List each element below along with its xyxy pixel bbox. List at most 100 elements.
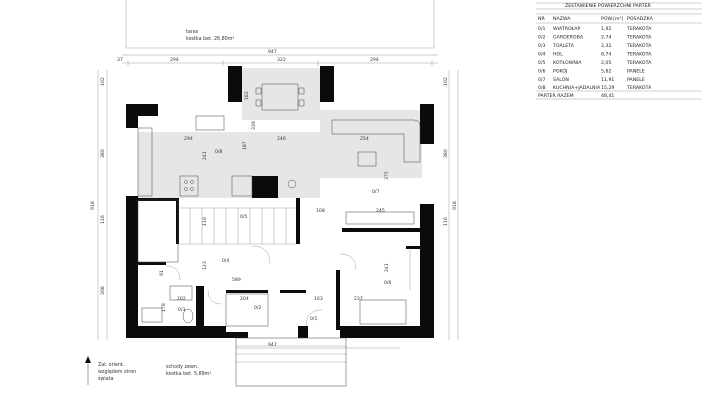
stairs-area: kostka bet. 5,89m²	[166, 371, 211, 377]
dim-kitchen-w2: 246	[277, 136, 286, 142]
table-row: POKÓJ	[553, 68, 567, 75]
table-row: 6,74	[601, 52, 611, 58]
floor-fills	[138, 68, 422, 198]
room-label-02: 0/2	[254, 305, 261, 311]
table-col-nr: NR	[538, 16, 546, 22]
dim-left-seg2: 380	[100, 149, 106, 158]
top-dimension-lines	[122, 54, 438, 66]
table-row: PANELE	[627, 69, 645, 75]
table-row: 0/6	[538, 69, 546, 75]
table-row: TERAKOTA	[626, 60, 652, 66]
table-total-label: PARTER RAZEM	[538, 93, 574, 99]
dim-top-total: 947	[268, 49, 277, 55]
dim-kitchen-w: 294	[184, 136, 193, 142]
room-label-01: 0/1	[310, 316, 317, 322]
dim-kitchen-h2: 187	[242, 141, 248, 150]
dim-kitchen-h: 241	[202, 151, 208, 160]
dim-top-seg3: 294	[370, 57, 379, 63]
wc-fixtures	[141, 285, 194, 324]
table-row: TERAKOTA	[626, 85, 652, 91]
terrace-area: kostka bet. 26,80m²	[186, 36, 234, 42]
table-row: TERAKOTA	[626, 26, 652, 32]
table-row: 0/1	[538, 26, 546, 32]
dim-hall-91: 91	[159, 270, 165, 276]
table-row: 0/7	[538, 77, 546, 83]
dim-room-245: 245	[376, 208, 385, 214]
table-total-value: 48,41	[601, 93, 614, 99]
dim-right-seg3: 116	[443, 217, 449, 226]
table-row: TERAKOTA	[626, 35, 652, 41]
table-row: PANELE	[627, 77, 645, 83]
dim-room6-h: 241	[384, 263, 390, 272]
staircase	[137, 199, 296, 263]
table-row: 1,92	[601, 26, 611, 32]
table-row: 2,32	[601, 43, 611, 49]
orientation-arrow	[85, 356, 91, 385]
table-row: 2,05	[601, 60, 611, 66]
table-row: HOL	[553, 52, 563, 58]
table-row: TERAKOTA	[626, 52, 652, 58]
table-row: GARDEROBA	[553, 35, 584, 41]
terrace-outline	[125, 0, 435, 49]
table-row: 0/3	[538, 43, 546, 49]
dim-col-339: 339	[251, 121, 257, 130]
table-col-area: POW.[m²]	[601, 16, 623, 22]
wardrobe	[225, 293, 269, 327]
dim-hall-589: 589	[232, 277, 241, 283]
table-row: 0/5	[538, 60, 546, 66]
table-row: WIATROŁAP	[553, 26, 581, 32]
orientation-line3: świata	[98, 375, 114, 382]
room-label-08: 0/8	[215, 149, 222, 155]
dim-ves-w: 163	[314, 296, 323, 302]
right-dimension-lines	[448, 70, 459, 340]
terrace-label: taras	[186, 29, 199, 35]
entrance-steps	[235, 337, 400, 387]
walls	[126, 66, 434, 338]
table-col-floor: POSADZKA	[627, 16, 654, 22]
kitchen-counter	[137, 115, 253, 197]
dim-gar-w: 204	[240, 296, 249, 302]
dim-top-seg2: 322	[277, 57, 286, 63]
dim-boiler-h: 110	[202, 217, 208, 226]
dim-wc-h: 178	[161, 303, 167, 312]
table-row: 0/4	[538, 52, 546, 58]
dim-top-seg1: 294	[170, 57, 179, 63]
orientation-line1: Zał. orient.	[98, 362, 124, 368]
table-row: KUCHNIA+JADALNIA	[553, 85, 601, 91]
table-row: TERAKOTA	[626, 43, 652, 49]
table-rows: 0/1 WIATROŁAP 1,92 TERAKOTA 0/2 GARDEROB…	[538, 26, 652, 91]
table-row: 5,82	[601, 69, 611, 75]
room-label-03: 0/3	[178, 307, 185, 313]
dim-room6-w: 237	[354, 296, 363, 302]
dim-right-seg2: 380	[443, 149, 449, 158]
table-row: SALON	[553, 77, 569, 83]
table-row: 2,74	[601, 35, 611, 41]
dim-salon-w: 254	[360, 136, 369, 142]
dim-dining-h: 182	[244, 91, 250, 100]
dim-left-seg1: 102	[100, 77, 106, 86]
left-dimension-lines	[97, 70, 108, 340]
table-col-name: NAZWA	[553, 16, 571, 22]
area-table	[536, 2, 702, 100]
table-row: 15,29	[601, 85, 614, 91]
dim-bottom-total: 947	[268, 342, 277, 348]
table-caption: ZESTAWIENIE POWIERZCHNI PARTER	[565, 3, 652, 9]
sofa	[287, 119, 421, 189]
dim-top-left-wall: 37	[117, 57, 123, 63]
dim-right-total: 918	[452, 201, 458, 210]
room6-desk	[359, 248, 411, 325]
room-label-06: 0/6	[384, 280, 391, 286]
room-label-04: 0/4	[222, 258, 229, 264]
dim-wc-w: 202	[177, 296, 186, 302]
dim-hall-123: 123	[202, 261, 208, 270]
door-swings	[165, 245, 357, 327]
dim-right-seg1: 102	[443, 77, 449, 86]
table-row: 0/8	[538, 85, 546, 91]
stairs-label: schody zewn.	[166, 364, 198, 370]
orientation-line2: względem stron	[98, 369, 136, 375]
dim-left-seg3: 116	[100, 215, 106, 224]
dim-left-seg4: 308	[100, 286, 106, 295]
dim-hall-108: 108	[316, 208, 325, 214]
dim-left-total: 918	[90, 201, 96, 210]
